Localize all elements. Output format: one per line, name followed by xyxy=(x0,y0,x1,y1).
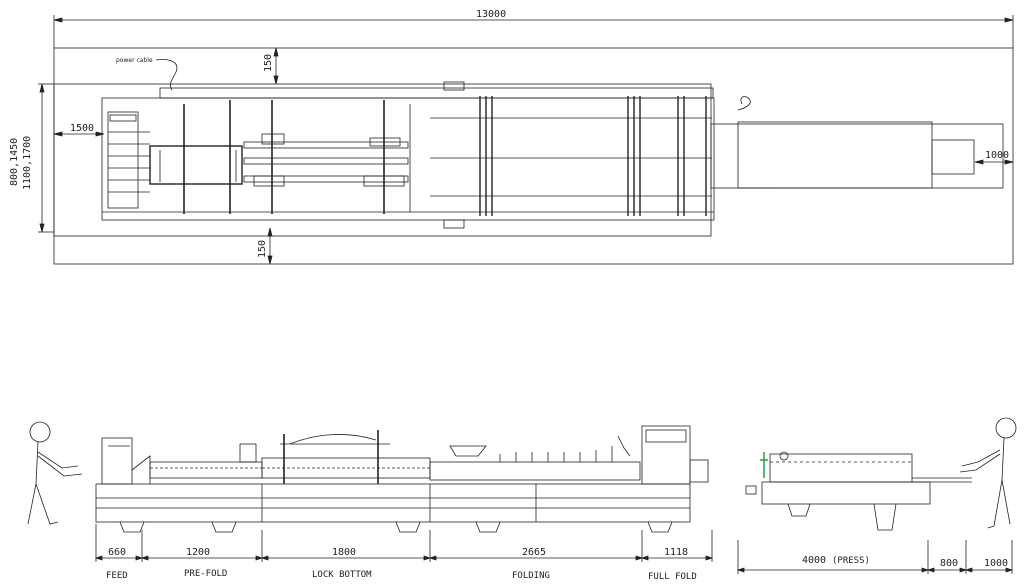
clearance-top-dimension: 150 xyxy=(263,47,279,85)
side-elevation-view: 660 1200 1800 2665 1118 FEED PRE-FOLD LO… xyxy=(27,417,1017,582)
power-cable-note: power cable xyxy=(116,57,153,64)
section-dimension-chain: 660 1200 1800 2665 1118 FEED PRE-FOLD LO… xyxy=(94,524,714,582)
clearance-bottom-dimension: 150 xyxy=(257,227,273,265)
power-cable: power cable xyxy=(116,57,178,91)
side-press-unit xyxy=(745,451,972,531)
clearance-right-dimension: 1000 xyxy=(974,150,1014,165)
width-options-line1: 800,1450 xyxy=(9,138,20,186)
section-length-folding: 2665 xyxy=(522,547,546,558)
clearance-bottom-text: 150 xyxy=(257,240,268,258)
section-length-lock-bottom: 1800 xyxy=(332,547,356,558)
overall-length-dimension: 13000 xyxy=(53,9,1014,48)
plan-press-unit xyxy=(737,96,975,189)
machine-width-dimension: 800,1450 1100,1700 xyxy=(9,83,54,233)
overall-length-text: 13000 xyxy=(476,9,506,20)
section-length-full-fold: 1118 xyxy=(664,547,688,558)
side-machine-body xyxy=(95,425,709,533)
section-name-full-fold: FULL FOLD xyxy=(648,572,697,582)
machine-footprint-press xyxy=(710,123,1004,189)
clearance-top-text: 150 xyxy=(263,54,274,72)
clearance-left-dimension: 1500 xyxy=(53,123,105,137)
section-name-feed: FEED xyxy=(106,571,128,581)
press-green-accent xyxy=(760,452,768,478)
tail-length-2: 1000 xyxy=(984,558,1008,569)
press-label-text: (PRESS) xyxy=(832,556,870,566)
section-length-feed: 660 xyxy=(108,547,126,558)
plan-machine-body xyxy=(101,81,715,229)
clearance-left-text: 1500 xyxy=(70,123,94,134)
operator-figure-left xyxy=(27,421,83,525)
section-name-prefold: PRE-FOLD xyxy=(184,569,227,579)
section-name-lock-bottom: LOCK BOTTOM xyxy=(312,570,372,580)
machine-footprint-left xyxy=(53,83,712,237)
press-dimension-chain: 4000 (PRESS) 800 1000 xyxy=(736,540,1014,574)
top-plan-view: 13000 power cable 150 150 xyxy=(9,9,1014,265)
width-options-line2: 1100,1700 xyxy=(22,136,33,190)
section-length-prefold: 1200 xyxy=(186,547,210,558)
clearance-frame xyxy=(53,47,1014,265)
operator-figure-right xyxy=(959,417,1017,529)
press-length-text: 4000 xyxy=(802,555,826,566)
tail-length-1: 800 xyxy=(940,558,958,569)
section-name-folding: FOLDING xyxy=(512,571,550,581)
clearance-right-text: 1000 xyxy=(985,150,1009,161)
